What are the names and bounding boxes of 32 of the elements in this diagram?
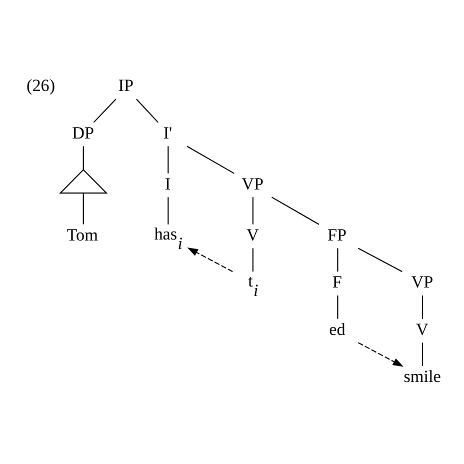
node-text: VP (242, 174, 264, 193)
connector (168, 146, 169, 173)
connector (82, 192, 84, 224)
connector (358, 247, 402, 272)
connector (422, 294, 424, 318)
node-text: IP (118, 76, 134, 95)
connector (82, 146, 84, 170)
connector (422, 342, 424, 366)
node-text: V (416, 319, 428, 338)
label: (26) (26, 76, 56, 95)
node-triangle (59, 168, 108, 194)
arrow (187, 246, 233, 272)
connector (271, 196, 320, 224)
connector (168, 196, 169, 224)
node-text: Tom (66, 224, 98, 244)
connector (252, 196, 254, 224)
node-text: I (164, 174, 171, 193)
node-text: V (246, 224, 259, 244)
connector (186, 145, 234, 174)
node-text: FP (328, 224, 347, 244)
node-text: F (332, 272, 342, 292)
node-text: ed (329, 319, 346, 338)
connector (252, 248, 254, 272)
node-text: VP (411, 272, 434, 292)
node-text: smile (404, 366, 441, 386)
connector (337, 248, 338, 272)
node-text: DP (72, 122, 94, 142)
connector (337, 294, 338, 318)
connector (93, 98, 116, 122)
arrow (358, 342, 404, 366)
node-text: I' (163, 122, 172, 142)
connector (136, 98, 159, 122)
